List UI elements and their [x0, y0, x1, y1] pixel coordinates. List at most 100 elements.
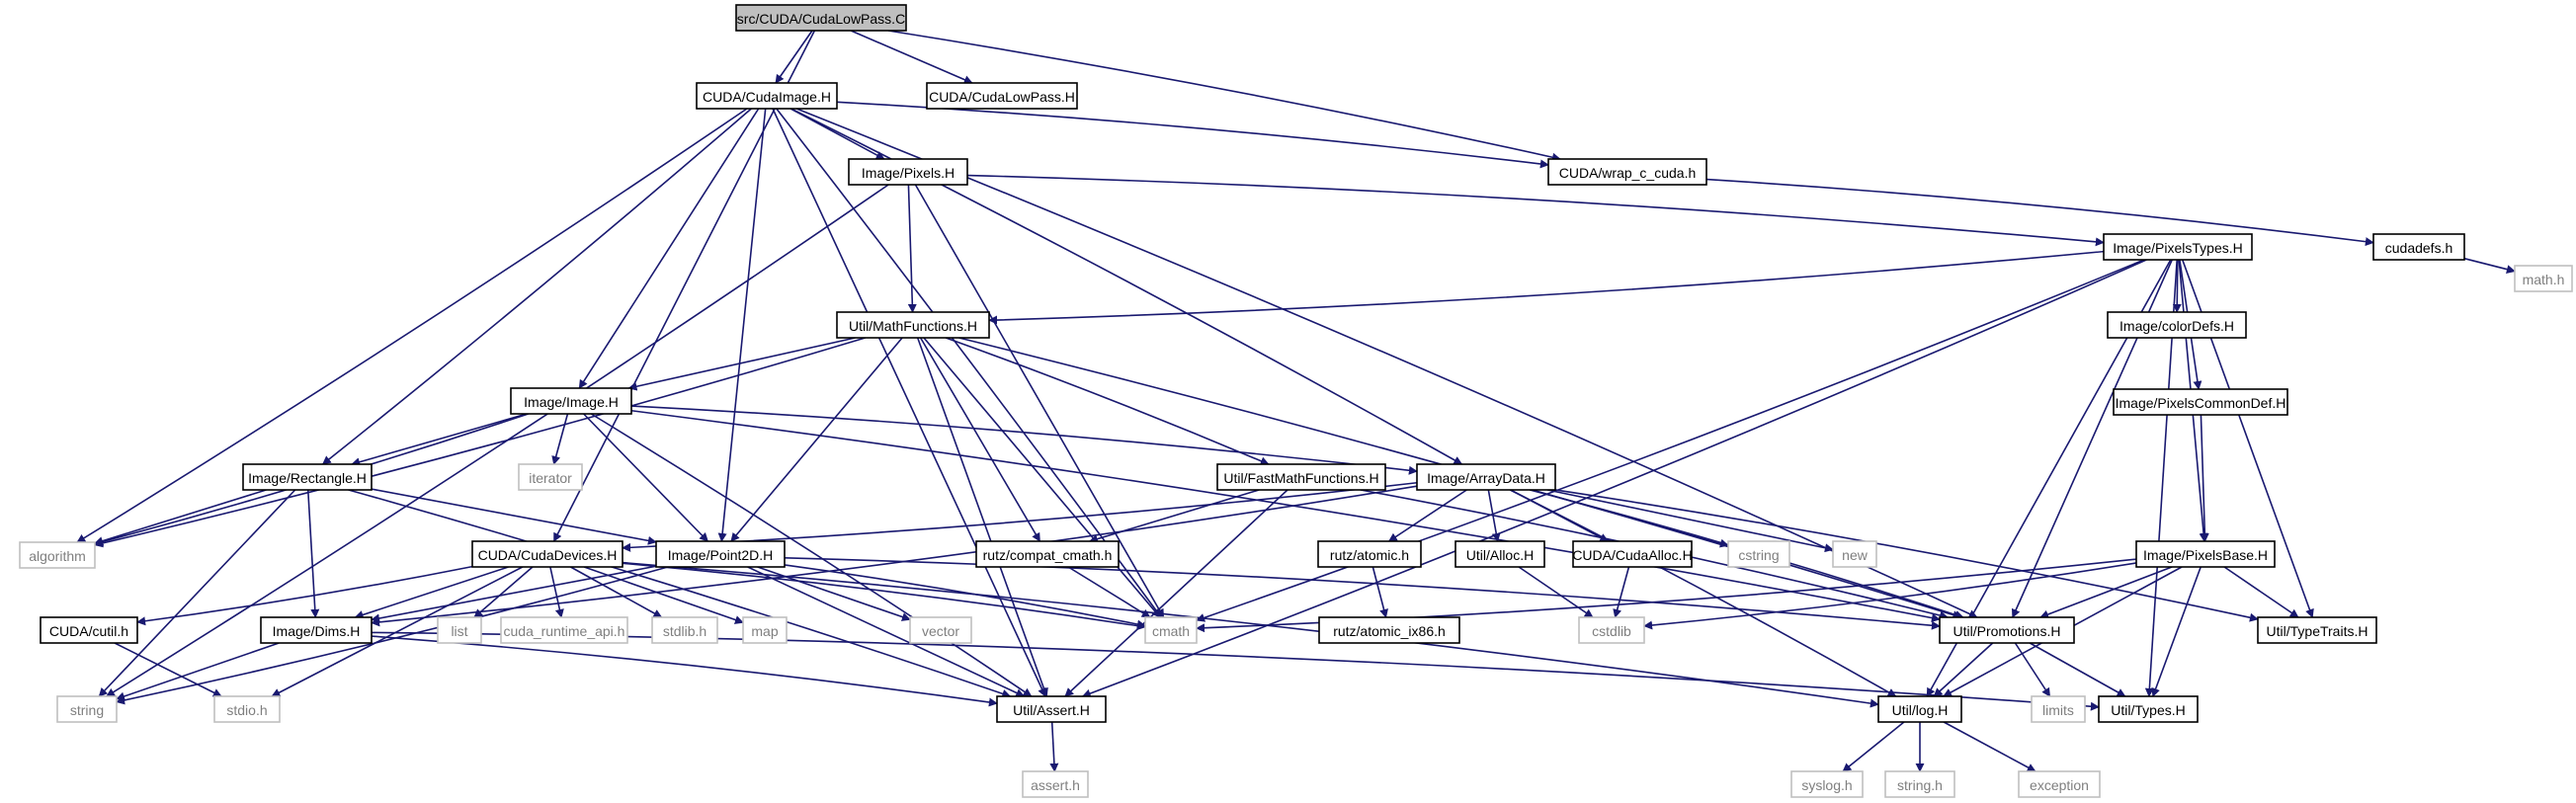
- node-box: [19, 541, 96, 569]
- node-pixelsbase[interactable]: Image/PixelsBase.H: [2135, 540, 2276, 568]
- node-label: Image/Rectangle.H: [248, 470, 367, 486]
- edge-pixelstypes-to-mathfn: [988, 250, 2105, 325]
- node-label: Image/PixelsTypes.H: [2113, 240, 2243, 256]
- node-cutil[interactable]: CUDA/cutil.h: [40, 616, 138, 644]
- edge-arraydata-to-cudadevices: [622, 481, 1418, 552]
- node-label: Image/Dims.H: [273, 623, 361, 639]
- node-cudadevices[interactable]: CUDA/CudaDevices.H: [471, 540, 623, 568]
- node-atomic[interactable]: rutz/atomic.h: [1317, 540, 1422, 568]
- node-promotions[interactable]: Util/Promotions.H: [1939, 616, 2075, 644]
- edge-rectangle-to-point2d: [371, 488, 657, 545]
- node-mathfn[interactable]: Util/MathFunctions.H: [836, 311, 990, 339]
- node-image[interactable]: Image/Image.H: [510, 387, 632, 415]
- edge-fastmath-to-compatcmath: [1088, 489, 1260, 543]
- node-atomicix86[interactable]: rutz/atomic_ix86.h: [1318, 616, 1460, 644]
- node-label: src/CUDA/CudaLowPass.C: [737, 11, 905, 27]
- node-exception: exception: [2018, 770, 2101, 798]
- edge-image-to-arraydata: [630, 405, 1418, 475]
- node-cudalowpass-h[interactable]: CUDA/CudaLowPass.H: [926, 82, 1078, 110]
- edge-point2d-to-vector: [757, 566, 911, 621]
- node-box: [2018, 770, 2101, 798]
- node-label: Image/Image.H: [524, 394, 619, 410]
- node-box: [2113, 388, 2288, 416]
- node-label: exception: [2030, 777, 2089, 793]
- node-label: Util/Promotions.H: [1953, 623, 2061, 639]
- edge-root-to-wrapc: [887, 30, 1561, 162]
- node-rectangle[interactable]: Image/Rectangle.H: [242, 463, 373, 491]
- node-box: [1877, 695, 1962, 723]
- node-compatcmath[interactable]: rutz/compat_cmath.h: [975, 540, 1120, 568]
- edge-cudaimage-to-promotions: [795, 108, 1978, 618]
- node-colordefs[interactable]: Image/colorDefs.H: [2107, 311, 2247, 339]
- edge-log-to-syslogh: [1842, 721, 1905, 772]
- node-log[interactable]: Util/log.H: [1877, 695, 1962, 723]
- node-label: Util/TypeTraits.H: [2267, 623, 2368, 639]
- node-box: [2031, 695, 2086, 723]
- edge-cudaimage-to-point2d: [717, 108, 767, 542]
- edge-mathfn-to-point2d: [730, 337, 903, 542]
- node-pixelstypes[interactable]: Image/PixelsTypes.H: [2103, 233, 2253, 261]
- node-box: [1144, 616, 1198, 644]
- node-string: string: [56, 695, 118, 723]
- node-cudadefs[interactable]: cudadefs.h: [2372, 233, 2465, 261]
- node-stdlibh: stdlib.h: [651, 616, 718, 644]
- node-pixcommon[interactable]: Image/PixelsCommonDef.H: [2113, 388, 2288, 416]
- edge-pixelstypes-to-cmath: [1196, 259, 2145, 622]
- node-label: Util/Types.H: [2111, 702, 2185, 718]
- edge-image-to-promotions: [630, 409, 1941, 623]
- node-box: [242, 463, 373, 491]
- node-cudaimage[interactable]: CUDA/CudaImage.H: [696, 82, 838, 110]
- edge-log-to-exception: [1943, 721, 2036, 772]
- edge-arraydata-to-alloc: [1487, 489, 1501, 542]
- node-map: map: [742, 616, 788, 644]
- node-box: [2514, 265, 2573, 292]
- nodes-layer: src/CUDA/CudaLowPass.C CUDA/CudaImage.H CU…: [19, 4, 2573, 798]
- edge-cudaimage-to-algorithm: [76, 108, 748, 543]
- edge-cudadevices-to-log: [622, 561, 1879, 708]
- node-box: [1939, 616, 2075, 644]
- node-box: [1884, 770, 1955, 798]
- node-label: list: [451, 623, 467, 639]
- edge-point2d-to-assert: [747, 566, 1026, 697]
- node-label: Util/log.H: [1892, 702, 1949, 718]
- node-label: iterator: [529, 470, 572, 486]
- node-dims[interactable]: Image/Dims.H: [260, 616, 373, 644]
- edge-mathfn-to-image: [627, 337, 856, 391]
- node-cudaalloc[interactable]: CUDA/CudaAlloc.H: [1572, 540, 1693, 568]
- edge-mathfn-to-fastmath: [945, 337, 1270, 465]
- node-box: [213, 695, 281, 723]
- node-box: [471, 540, 623, 568]
- node-mathh: math.h: [2514, 265, 2573, 292]
- edge-pixelstypes-to-assert: [1081, 259, 2147, 698]
- node-stdioh: stdio.h: [213, 695, 281, 723]
- node-typetraits[interactable]: Util/TypeTraits.H: [2257, 616, 2377, 644]
- node-box: [1832, 540, 1877, 568]
- node-box: [1317, 540, 1422, 568]
- edge-point2d-to-promotions: [784, 557, 1941, 630]
- node-box: [500, 616, 628, 644]
- node-point2d[interactable]: Image/Point2D.H: [655, 540, 786, 568]
- edge-cudadevices-to-cmath: [622, 562, 1146, 631]
- node-arraydata[interactable]: Image/ArrayData.H: [1416, 463, 1556, 491]
- node-alloc[interactable]: Util/Alloc.H: [1454, 540, 1545, 568]
- edge-wrapc-to-cudadefs: [1705, 178, 2374, 247]
- edge-cudadevices-to-dims: [354, 566, 509, 619]
- node-label: math.h: [2523, 272, 2565, 287]
- node-wrapc[interactable]: CUDA/wrap_c_cuda.h: [1547, 158, 1707, 186]
- node-fastmath[interactable]: Util/FastMathFunctions.H: [1216, 463, 1386, 491]
- node-label: string.h: [1897, 777, 1943, 793]
- node-pixels[interactable]: Image/Pixels.H: [848, 158, 968, 186]
- edge-alloc-to-cstdlib: [1518, 566, 1594, 618]
- node-box: [2135, 540, 2276, 568]
- node-root[interactable]: src/CUDA/CudaLowPass.C: [735, 4, 907, 32]
- edge-cudaalloc-to-cstdlib: [1613, 566, 1630, 618]
- node-label: syslog.h: [1801, 777, 1852, 793]
- node-box: [2257, 616, 2377, 644]
- node-label: vector: [922, 623, 959, 639]
- node-assert[interactable]: Util/Assert.H: [996, 695, 1107, 723]
- edge-mathfn-to-cmath: [923, 337, 1161, 618]
- edge-pixelsbase-to-cstdlib: [1643, 562, 2137, 630]
- node-types[interactable]: Util/Types.H: [2098, 695, 2199, 723]
- node-label: cudadefs.h: [2385, 240, 2453, 256]
- node-box: [696, 82, 838, 110]
